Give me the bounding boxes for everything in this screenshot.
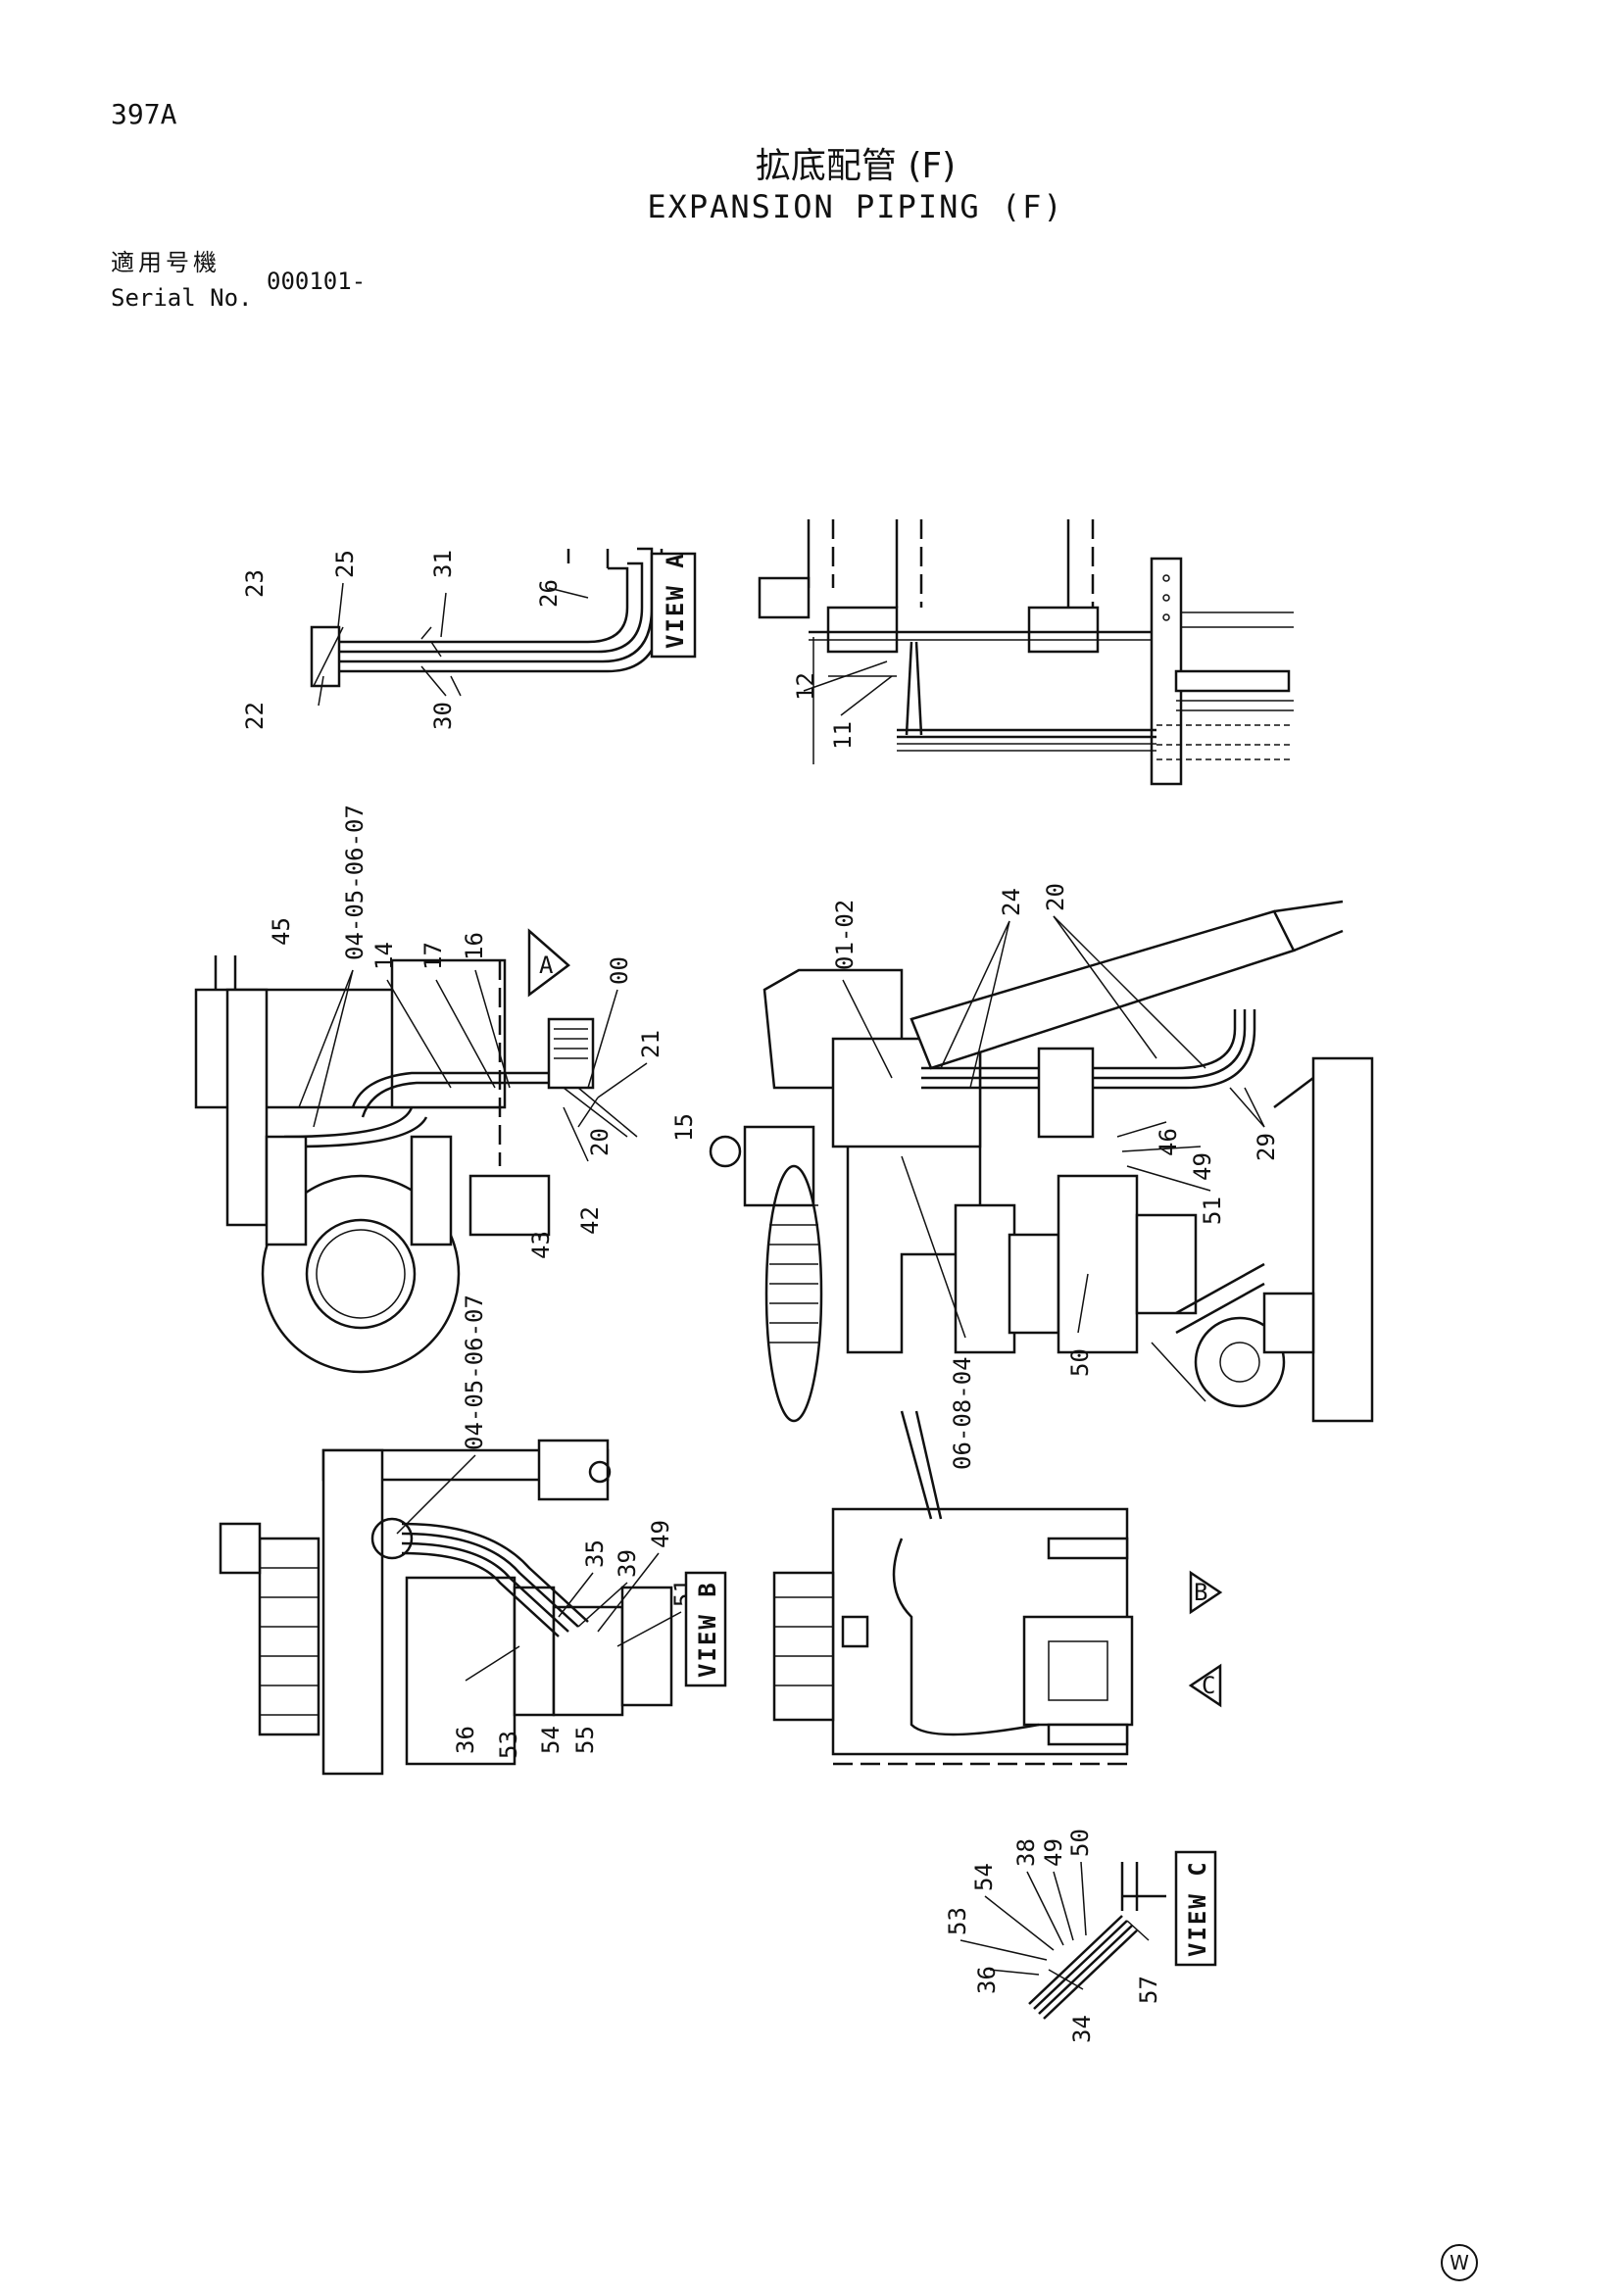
callout-55: 55: [571, 1726, 599, 1754]
callout-01-02: 01-02: [831, 900, 859, 970]
callout-29: 29: [1253, 1133, 1280, 1161]
callout-49-viewb: 49: [647, 1520, 674, 1548]
middle-right-drawing: [709, 900, 1374, 1423]
callout-43: 43: [527, 1231, 555, 1259]
callout-23: 23: [241, 569, 269, 598]
view-c-label-box: VIEW C: [1174, 1850, 1217, 1967]
view-b-callouts: 04-05-06-07 35 39 49 51 36 53 54 55: [396, 1295, 697, 1759]
callout-30: 30: [429, 702, 457, 730]
callout-11: 11: [829, 721, 857, 750]
callout-21: 21: [637, 1030, 664, 1058]
callout-20-right: 20: [1042, 883, 1069, 911]
serial-label-japanese: 適用号機: [111, 249, 221, 276]
callout-51: 51: [1199, 1197, 1226, 1225]
page-code: 397A: [111, 98, 177, 130]
view-b-label: VIEW B: [694, 1581, 721, 1678]
callout-00: 00: [606, 956, 633, 985]
callout-46: 46: [1155, 1128, 1182, 1156]
middle-left-drawing: A: [194, 928, 638, 1374]
callout-31: 31: [429, 550, 457, 578]
middle-left-callouts: 45 04-05-06-07 14 17 16 00 21 15 20 42 4…: [268, 805, 698, 1259]
callout-22: 22: [241, 702, 269, 730]
callout-54: 54: [537, 1726, 565, 1754]
callout-20-left: 20: [586, 1128, 614, 1156]
callout-50: 50: [1066, 1348, 1094, 1377]
view-c-drawing: [1028, 1862, 1166, 2020]
serial-label-english: Serial No.: [111, 284, 253, 312]
callout-15: 15: [670, 1113, 698, 1142]
middle-right-callouts: 01-02 24 20 29 46 49 51 50 06-08-04: [831, 883, 1280, 1470]
callout-45: 45: [268, 917, 295, 946]
callout-38: 38: [1012, 1838, 1040, 1867]
view-a-callouts: 22 23 25 30 31 26: [241, 550, 563, 730]
page-title-english: EXPANSION PIPING (F): [647, 188, 1064, 225]
callout-14: 14: [370, 942, 398, 970]
callout-35: 35: [581, 1539, 609, 1568]
callout-49: 49: [1189, 1152, 1216, 1181]
callout-24: 24: [998, 888, 1025, 916]
callout-17: 17: [419, 942, 447, 970]
view-a-label: VIEW A: [662, 552, 689, 649]
top-right-drawing: [758, 519, 1294, 786]
callout-26: 26: [535, 579, 563, 608]
serial-number-value: 000101-: [267, 268, 367, 295]
callout-57: 57: [1135, 1976, 1162, 2004]
callout-06-08-04: 06-08-04: [949, 1356, 976, 1470]
arrow-c-letter: C: [1202, 1672, 1215, 1699]
view-b-drawing: [219, 1439, 673, 1776]
page-title-japanese: 拡底配管 (F): [755, 146, 957, 186]
callout-04-05-06-07-viewb: 04-05-06-07: [461, 1295, 488, 1450]
callout-25: 25: [331, 550, 359, 578]
view-c-callouts: 38 49 50 54 53 36 34 57: [944, 1829, 1162, 2043]
callout-39: 39: [614, 1549, 641, 1578]
view-a-label-box: VIEW A: [650, 552, 697, 659]
callout-53: 53: [495, 1731, 522, 1759]
callout-50-viewc: 50: [1066, 1829, 1094, 1857]
callout-36: 36: [452, 1726, 479, 1754]
callout-54-viewc: 54: [970, 1863, 998, 1891]
view-c-label: VIEW C: [1184, 1860, 1211, 1957]
callout-49-viewc: 49: [1040, 1838, 1067, 1867]
callout-53-viewc: 53: [944, 1907, 971, 1935]
callout-04-05-06-07: 04-05-06-07: [341, 805, 369, 960]
lower-right-drawing: B C: [772, 1410, 1223, 1766]
top-right-callouts: 11 12: [792, 660, 893, 750]
arrow-b-letter: B: [1194, 1579, 1207, 1606]
callout-16: 16: [461, 932, 488, 960]
view-b-label-box: VIEW B: [684, 1571, 727, 1687]
footer-mark: W: [1441, 2244, 1478, 2281]
arrow-a-letter: A: [539, 952, 554, 979]
callout-42: 42: [576, 1206, 604, 1235]
callout-34: 34: [1068, 2015, 1096, 2043]
view-a-drawing: [310, 547, 664, 707]
